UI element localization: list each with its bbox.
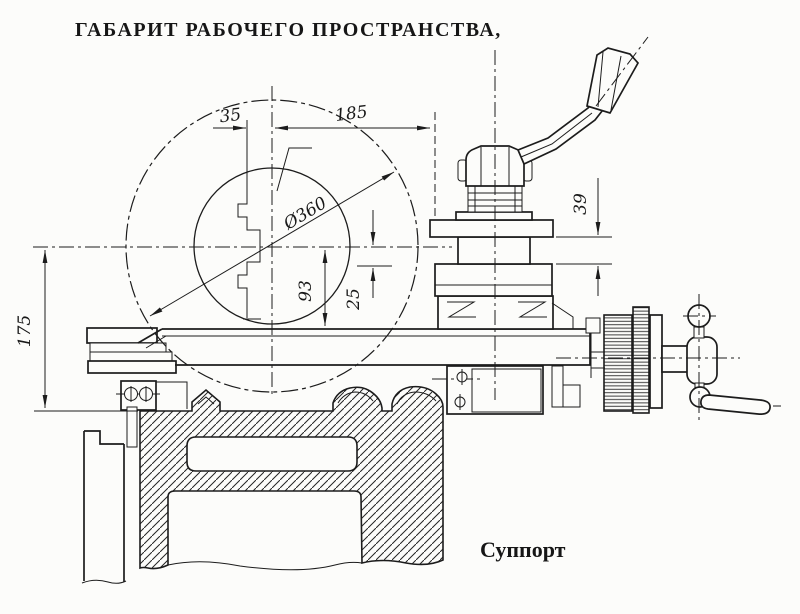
cross-slide-table xyxy=(137,328,591,366)
lever-knob xyxy=(586,47,640,115)
dimension-39: 39 xyxy=(556,178,612,296)
bed-wall xyxy=(81,430,127,584)
dim-35-label: 35 xyxy=(218,105,242,127)
gib-screw-block xyxy=(116,380,188,411)
dimension-35: 35 xyxy=(213,105,248,146)
dimension-185: 185 xyxy=(275,102,436,218)
caption-support: Суппорт xyxy=(480,537,566,562)
lever-handle xyxy=(516,36,649,166)
swing-circle xyxy=(125,99,419,393)
handwheel-assembly xyxy=(585,304,781,415)
dim-93-label: 93 xyxy=(296,280,316,302)
way-cover-strips xyxy=(86,327,177,374)
tool-post xyxy=(429,145,574,330)
crank-grip xyxy=(700,394,771,415)
drawing-title: ГАБАРИТ РАБОЧЕГО ПРОСТРАНСТВА, xyxy=(75,19,502,41)
dim-185-label: 185 xyxy=(334,102,369,126)
dimension-93: 93 xyxy=(296,250,328,326)
dim-39-label: 39 xyxy=(571,193,591,215)
dimension-175: 175 xyxy=(15,250,138,412)
dim-25-label: 25 xyxy=(344,288,364,311)
apron-block xyxy=(432,365,581,415)
dim-175-label: 175 xyxy=(15,315,35,347)
saddle-section xyxy=(139,385,444,571)
gib-bar xyxy=(126,406,138,448)
dimension-25: 25 xyxy=(344,210,392,311)
dim-360-label: Ø360 xyxy=(280,193,331,235)
